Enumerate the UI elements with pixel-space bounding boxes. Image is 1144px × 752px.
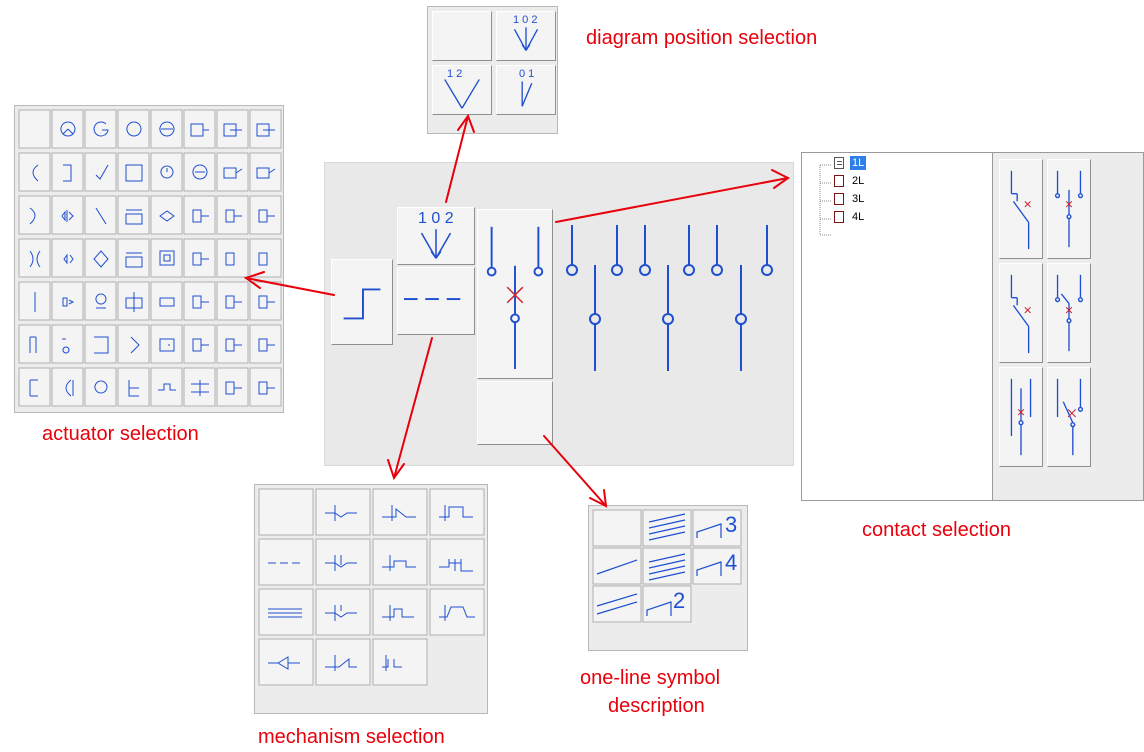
actuator-panel <box>14 105 284 413</box>
diagram-position-empty-button[interactable] <box>432 11 492 61</box>
diagram-position-102-button[interactable]: 1 0 2 <box>496 11 556 61</box>
diagram-position-102-label: 1 0 2 <box>513 14 538 26</box>
contact-option-2[interactable] <box>1047 159 1091 259</box>
diagram-position-panel: 1 0 2 1 2 0 1 <box>427 6 558 134</box>
contact-symbol-area <box>993 153 1143 500</box>
tree-item-4l-label: 4L <box>852 211 865 223</box>
mechanism-caption: mechanism selection <box>258 726 445 748</box>
contact-option-6[interactable] <box>1047 367 1091 467</box>
one-line-symbol-grid[interactable] <box>589 506 749 652</box>
actuator-caption: actuator selection <box>42 423 199 445</box>
one-line-label-2: 2 <box>673 588 686 613</box>
diagram-position-12-button[interactable]: 1 2 <box>432 65 492 115</box>
position-preview-button[interactable]: 1 0 2 <box>397 207 475 265</box>
tree-item-3l-label: 3L <box>852 193 865 205</box>
contact-tree: 1L 2L 3L 4L <box>802 153 993 500</box>
one-line-caption-line-2: description <box>608 695 705 717</box>
one-line-caption-line-1: one-line symbol <box>580 667 721 689</box>
contact-option-4[interactable] <box>1047 263 1091 363</box>
tree-item-1l-label: 1L <box>850 156 867 170</box>
checkbox-icon <box>834 175 844 187</box>
actuator-preview-button[interactable] <box>331 259 393 345</box>
diagram-position-01-button[interactable]: 0 1 <box>496 65 556 115</box>
mechanism-panel <box>254 484 488 714</box>
contact-columns <box>566 225 773 371</box>
checkbox-icon <box>834 193 844 205</box>
contact-panel: 1L 2L 3L 4L <box>801 152 1144 501</box>
one-line-label-3: 3 <box>725 512 738 537</box>
tree-item-2l-label: 2L <box>852 175 865 187</box>
mechanism-symbol-grid[interactable] <box>255 485 489 715</box>
contact-preview-button[interactable] <box>477 209 553 379</box>
contact-option-3[interactable] <box>999 263 1043 363</box>
one-line-label-4: 4 <box>725 550 738 575</box>
tree-lines <box>819 164 832 236</box>
contact-option-5[interactable] <box>999 367 1043 467</box>
one-line-preview-button[interactable] <box>477 381 553 445</box>
contact-option-1[interactable] <box>999 159 1043 259</box>
one-line-panel: 3 4 2 <box>588 505 748 651</box>
mechanism-preview-button[interactable] <box>397 267 475 335</box>
document-icon <box>834 157 844 169</box>
actuator-symbol-grid[interactable] <box>15 106 285 414</box>
diagram-position-01-label: 0 1 <box>519 68 535 80</box>
center-dialog: 1 0 2 <box>324 162 794 466</box>
diagram-position-12-label: 1 2 <box>447 68 463 80</box>
position-preview-label: 1 0 2 <box>418 210 454 227</box>
diagram-position-caption: diagram position selection <box>586 27 818 49</box>
checkbox-icon <box>834 211 844 223</box>
contact-caption: contact selection <box>862 519 1011 541</box>
